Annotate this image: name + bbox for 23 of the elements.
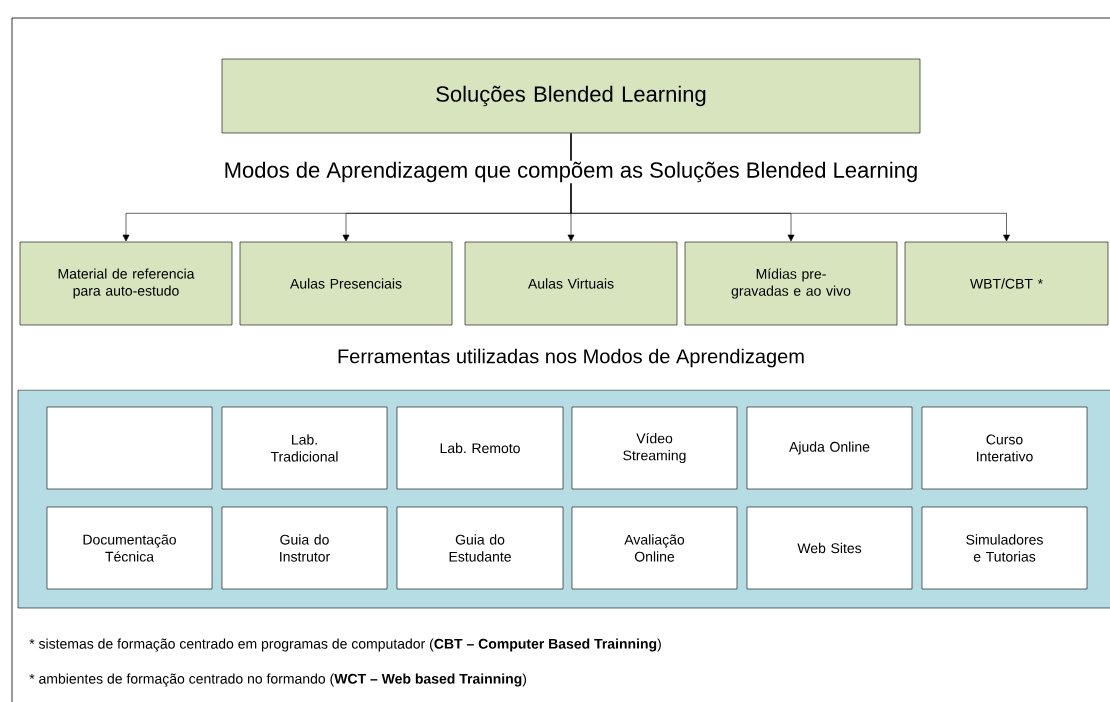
section-heading: Ferramentas utilizadas nos Modos de Aprendizagem xyxy=(336,347,806,369)
arrow xyxy=(570,133,1010,242)
mode-box: Aulas Presenciais xyxy=(239,241,453,326)
mode-box: Mídias pre-gravadas e ao vivo xyxy=(684,241,898,326)
mode-box: Material de referencia para auto-estudo xyxy=(19,241,233,326)
tool-box: Lab. Remoto xyxy=(396,406,564,490)
tool-box: Ajuda Online xyxy=(746,406,913,490)
tool-box: Documentação Técnica xyxy=(46,506,213,590)
tool-box: Lab. Tradicional xyxy=(221,406,388,490)
tool-box: Web Sites xyxy=(746,506,913,590)
tool-box: Vídeo Streaming xyxy=(571,406,738,490)
tool-box: Guia do Instrutor xyxy=(221,506,388,590)
tool-box: Curso Interativo xyxy=(921,406,1088,490)
section-heading: Modos de Aprendizagem que compõem as Soluções Blended Learning xyxy=(222,160,920,184)
title-box: Soluções Blended Learning xyxy=(221,58,921,134)
footnote: * sistemas de formação centrado em programas de computador (CBT – Computer Based Trainning) xyxy=(28,637,663,653)
tool-box: Simuladores e Tutorias xyxy=(921,506,1088,590)
tool-box: Avaliação Online xyxy=(571,506,738,590)
mode-box: WBT/CBT * xyxy=(904,241,1109,326)
footnote: * ambientes de formação centrado no formando (WCT – Web based Trainning) xyxy=(28,672,528,688)
tool-box xyxy=(46,406,213,490)
mode-box: Aulas Virtuais xyxy=(464,241,678,326)
tool-box: Guia do Estudante xyxy=(396,506,564,590)
